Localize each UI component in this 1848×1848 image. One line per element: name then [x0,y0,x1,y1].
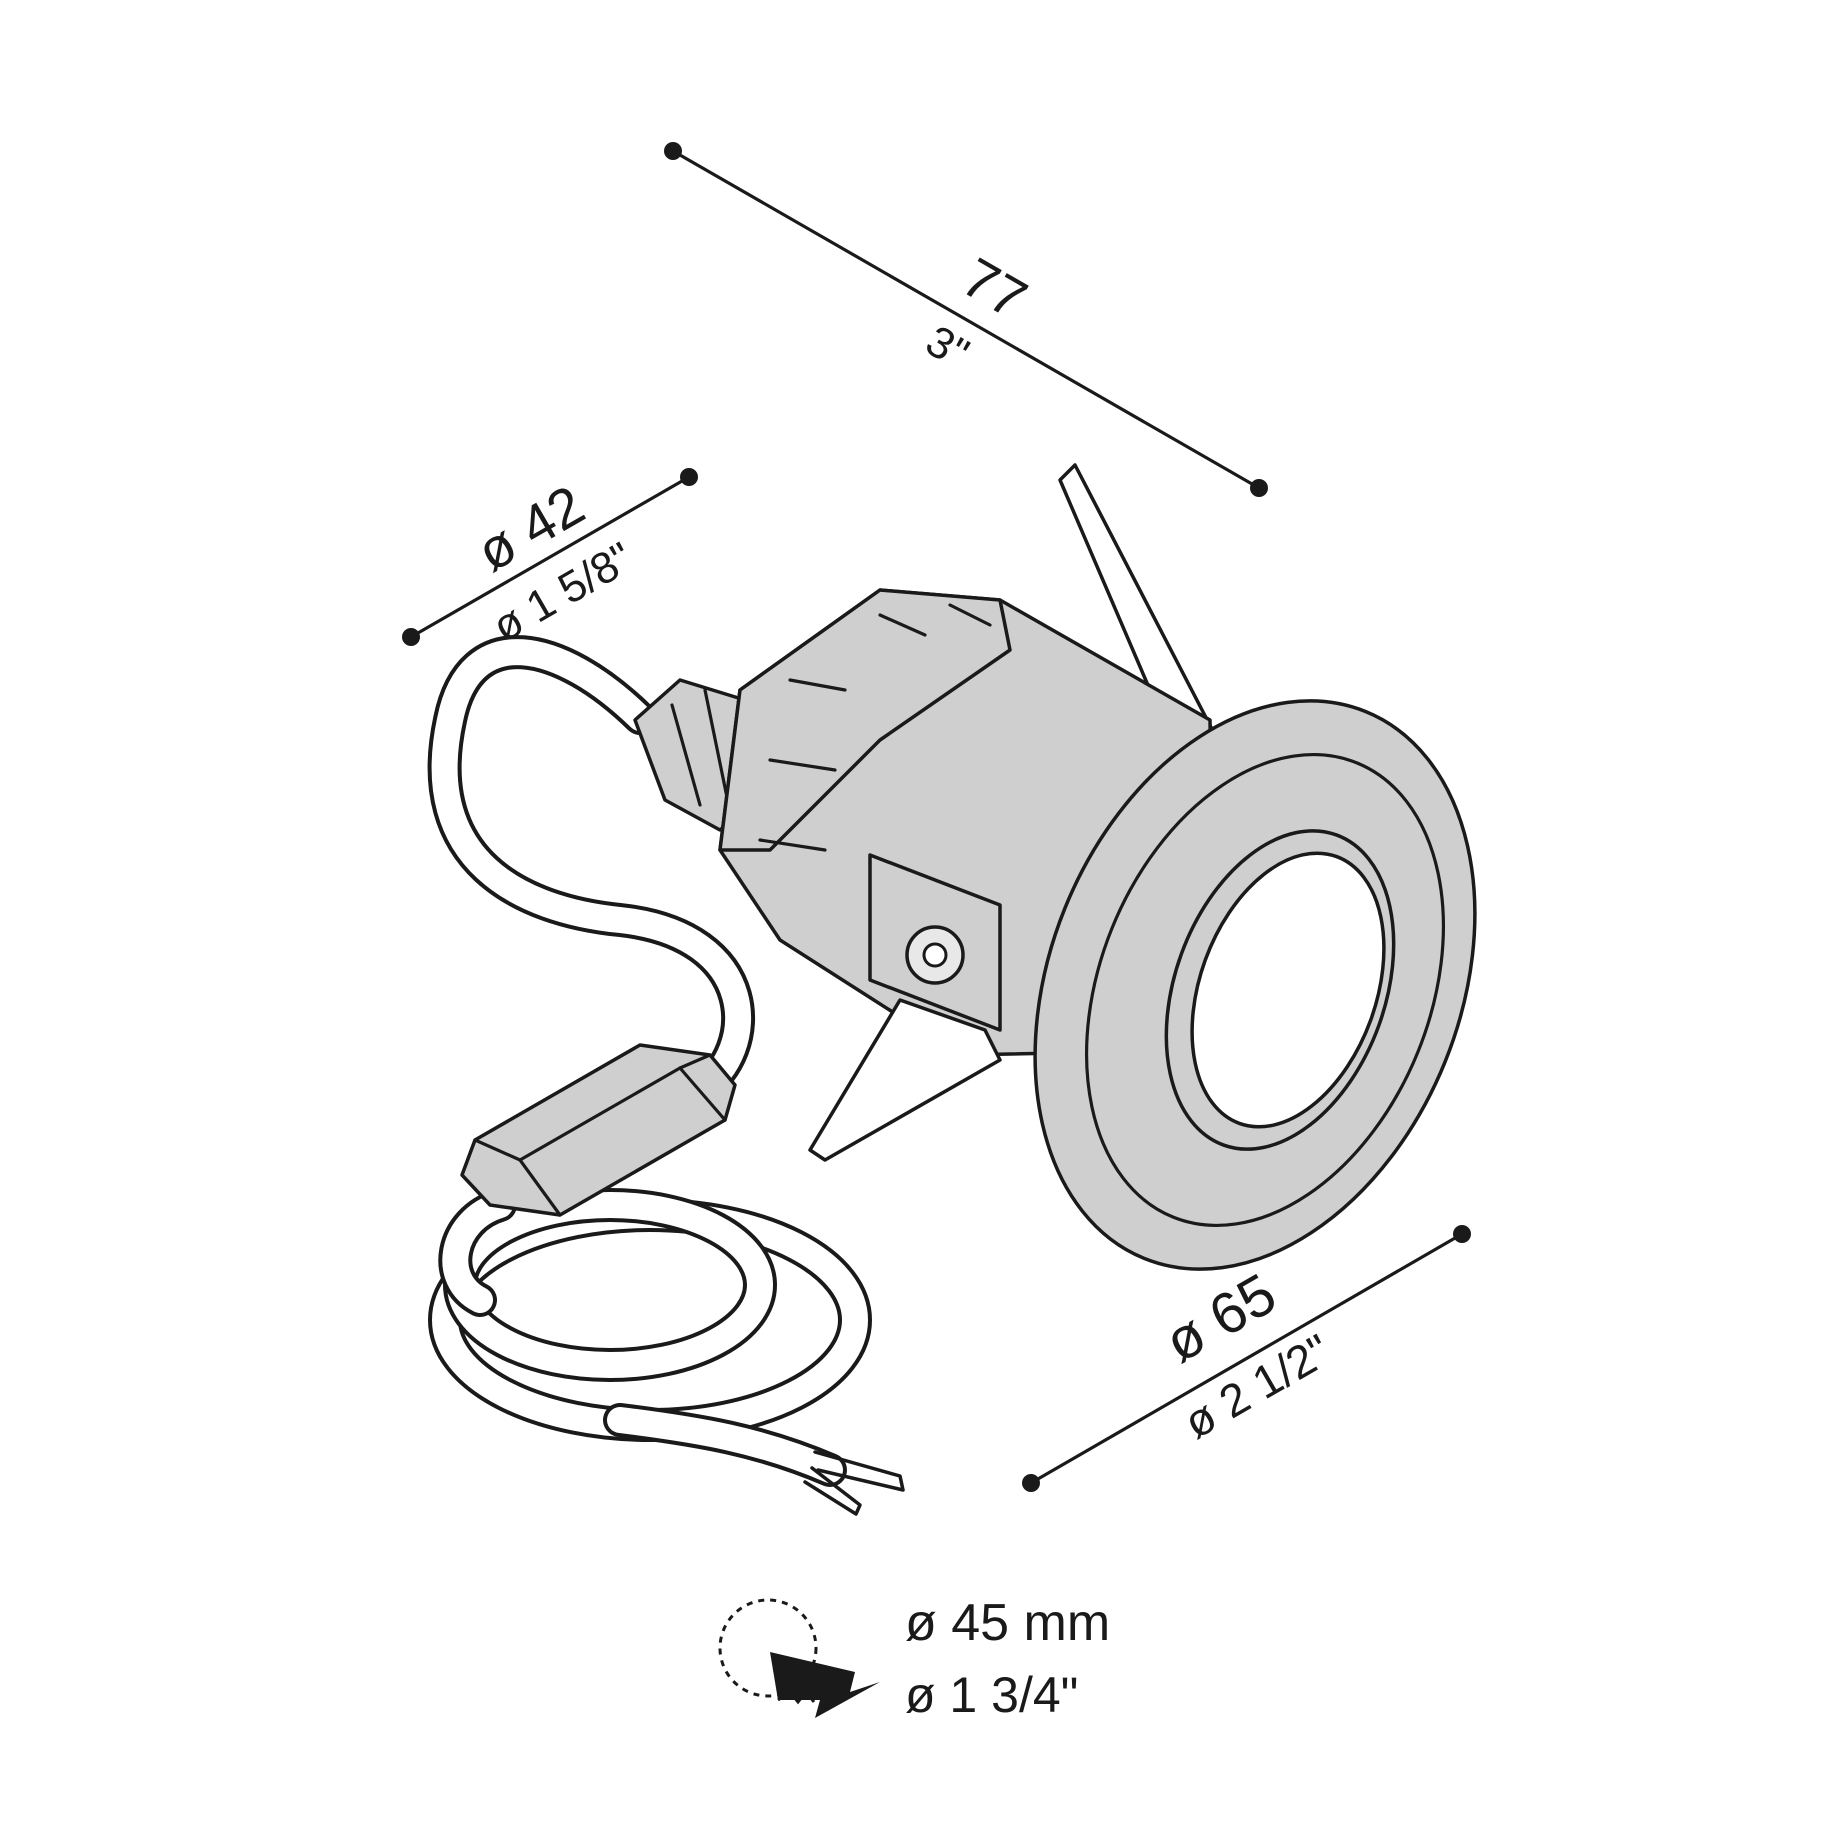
flange-diameter-dimension: ø 65 ø 2 1/2" [1022,1225,1471,1492]
cutout-legend: ø 45 mm ø 1 3/4" [718,1594,1110,1723]
cap-notch [788,678,847,692]
power-cable [427,635,905,1516]
housing-cap [718,588,1012,852]
dimension-endpoint [1022,1474,1040,1492]
cap-notch [758,838,827,852]
dimension-endpoint [402,628,420,646]
dimension-endpoint [1250,479,1268,497]
body-diameter-dimension: ø 42 ø 1 5/8" [402,468,698,652]
hole-saw-icon [718,1598,880,1718]
cutout-imperial-label: ø 1 3/4" [905,1667,1078,1723]
cutout-metric-label: ø 45 mm [905,1594,1110,1652]
flange-ring [1084,752,1446,1228]
inline-connector [460,1043,737,1217]
body-diameter-line [409,475,691,639]
dimension-endpoint [1453,1225,1471,1243]
spring-clip-bottom [808,998,1002,1162]
dimension-endpoint [680,468,698,486]
conductor-two [803,1466,862,1516]
lens [1190,851,1386,1129]
conductor-one [813,1450,905,1492]
cap-notch [768,758,837,772]
length-dimension: 77 3" [664,142,1268,497]
length-imperial-label: 3" [918,316,977,378]
cutout-circle [718,1598,818,1698]
cap-notch [878,613,927,637]
dimension-endpoint [664,142,682,160]
cap-notch [948,603,992,627]
flange-diameter-line [1029,1232,1464,1485]
length-dimension-line [671,149,1261,490]
saw-arrow [770,1652,880,1718]
front-flange [1033,699,1477,1271]
